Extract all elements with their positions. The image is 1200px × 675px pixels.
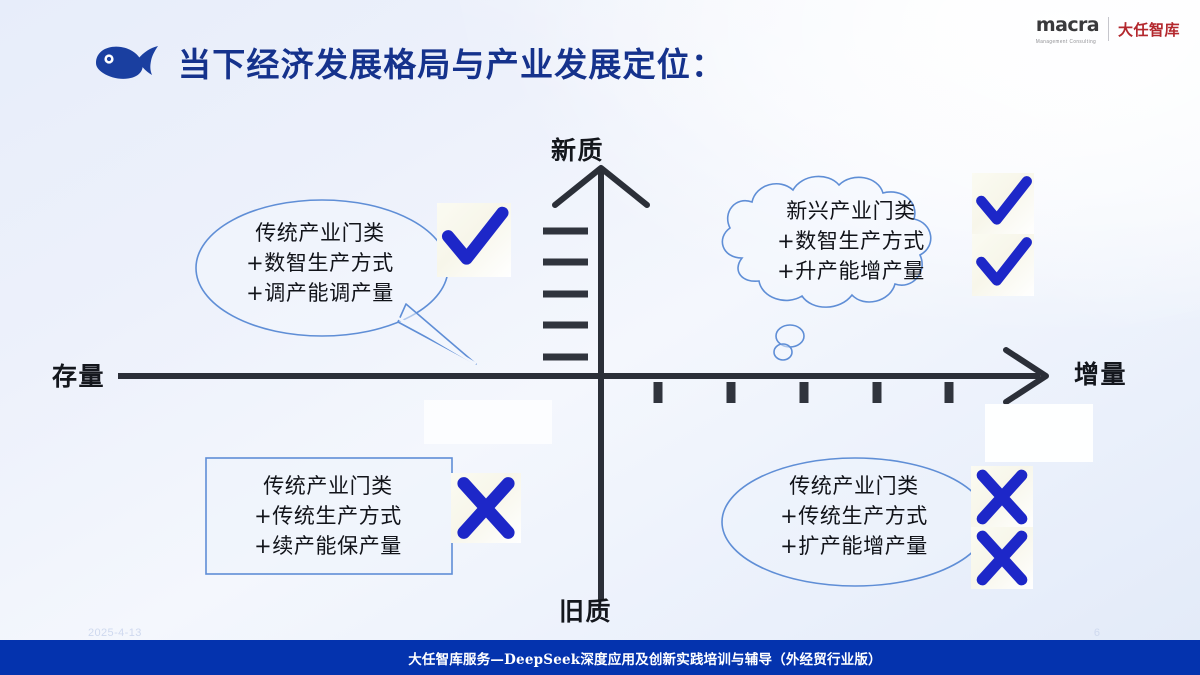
logo-chinese-name: 大任智库 — [1117, 21, 1180, 39]
axis-label-top: 新质 — [551, 136, 605, 165]
speech-bubble-tail — [397, 303, 477, 365]
footer-bar: 大任智库服务—DeepSeek深度应用及创新实践培训与辅导（外经贸行业版） — [0, 640, 1200, 675]
checkmark-icon — [437, 203, 511, 277]
cross-icon — [971, 466, 1033, 528]
quadrant-q3-box — [205, 457, 453, 575]
checkmark-icon — [972, 173, 1034, 235]
x-axis-arrowhead — [1003, 347, 1049, 405]
thought-bubble-small — [773, 343, 793, 361]
title-row: 当下经济发展格局与产业发展定位： — [92, 38, 725, 86]
quadrant-q1-callout — [721, 175, 932, 361]
thought-cloud-body — [721, 175, 932, 308]
checkmark-icon — [972, 234, 1034, 296]
axis-label-bottom: 旧质 — [559, 597, 613, 626]
axis-label-left: 存量 — [52, 362, 106, 391]
x-axis-ticks — [653, 382, 954, 403]
slide-number: 6 — [1093, 627, 1100, 639]
quadrant-q2-text: 传统产业门类+数智生产方式+调产能调产量 — [246, 221, 394, 305]
logo-divider — [1107, 17, 1109, 42]
axis-label-right: 增量 — [1074, 360, 1128, 389]
speech-bubble-tail-seam — [397, 316, 477, 366]
quadrant-q2-callout — [195, 199, 477, 366]
brand-logo: macra Management Consulting 大任智库 — [1035, 14, 1180, 44]
logo-tagline: Management Consulting — [1035, 37, 1097, 44]
quadrant-q1-text: 新兴产业门类+数智生产方式+升产能增产量 — [777, 199, 925, 283]
whale-icon — [92, 39, 162, 85]
y-axis-ticks — [543, 227, 588, 361]
footer-text: 大任智库服务—DeepSeek深度应用及创新实践培训与辅导（外经贸行业版） — [408, 651, 882, 668]
image-artifact-left — [424, 400, 552, 444]
axis-arrowheads — [552, 165, 1049, 405]
page-title: 当下经济发展格局与产业发展定位： — [178, 45, 726, 84]
logo-mark: macra Management Consulting — [1035, 14, 1100, 44]
axis-lines — [118, 168, 1040, 600]
quadrant-q4-text: 传统产业门类+传统生产方式+扩产能增产量 — [780, 474, 928, 558]
y-axis-arrowhead — [552, 165, 650, 208]
logo-wordmark: macra — [1035, 14, 1100, 36]
slide-date: 2025-4-13 — [88, 627, 142, 639]
cross-icon — [971, 527, 1033, 589]
image-artifact-right — [985, 404, 1093, 462]
cross-icon — [451, 473, 521, 543]
quadrant-q3-text: 传统产业门类+传统生产方式+续产能保产量 — [254, 474, 402, 558]
